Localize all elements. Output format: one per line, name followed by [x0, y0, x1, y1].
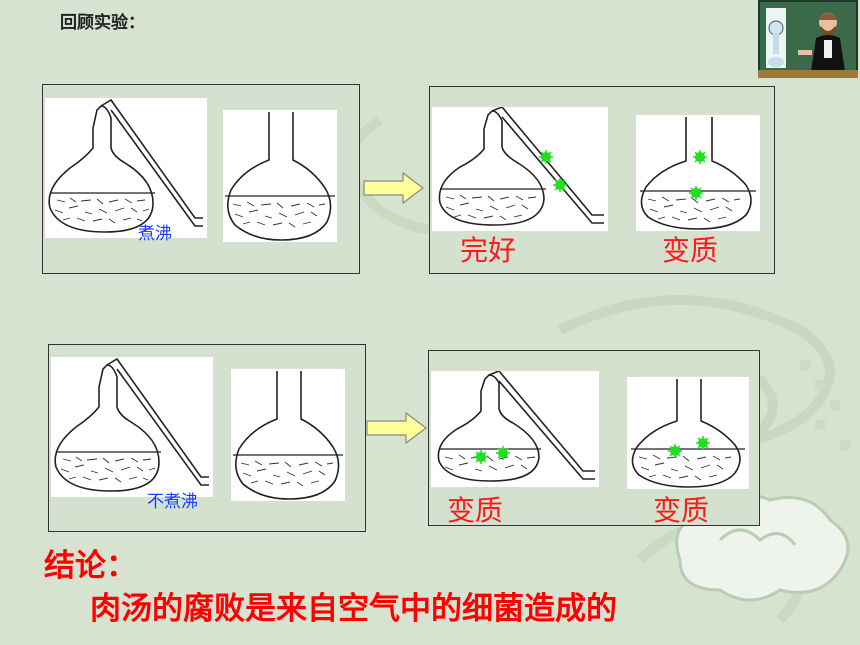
open-flask-unboiled — [231, 369, 345, 501]
unboiled-label: 不煮沸 — [147, 492, 198, 512]
conclusion-heading: 结论： — [44, 548, 137, 584]
panel-row2-before: 不煮沸 — [48, 344, 366, 532]
swan-neck-flask-unboiled — [51, 357, 213, 497]
swan-neck-flask-unboiled-result — [431, 371, 599, 487]
open-flask-boiled — [223, 110, 337, 242]
boiled-label: 煮沸 — [138, 224, 172, 244]
panel-row1-before: 煮沸 — [42, 84, 360, 274]
scientist-portrait — [758, 0, 858, 78]
conclusion-text: 肉汤的腐败是来自空气中的细菌造成的 — [90, 591, 617, 627]
result-spoiled-label-2: 变质 — [447, 494, 504, 527]
panel-row2-after: 变质 变质 — [428, 350, 760, 527]
page-title: 回顾实验： — [60, 13, 145, 33]
result-intact-label: 完好 — [460, 234, 517, 267]
panel-row1-after: 完好 变质 — [429, 86, 775, 274]
open-flask-result — [636, 115, 760, 231]
result-spoiled-label-3: 变质 — [653, 494, 710, 527]
arrow-right-icon — [366, 412, 427, 444]
result-spoiled-label: 变质 — [662, 234, 719, 267]
swan-neck-flask-result — [432, 107, 608, 231]
swan-neck-flask-boiled — [45, 98, 207, 238]
arrow-right-icon — [363, 172, 424, 204]
open-flask-unboiled-result — [627, 377, 749, 489]
